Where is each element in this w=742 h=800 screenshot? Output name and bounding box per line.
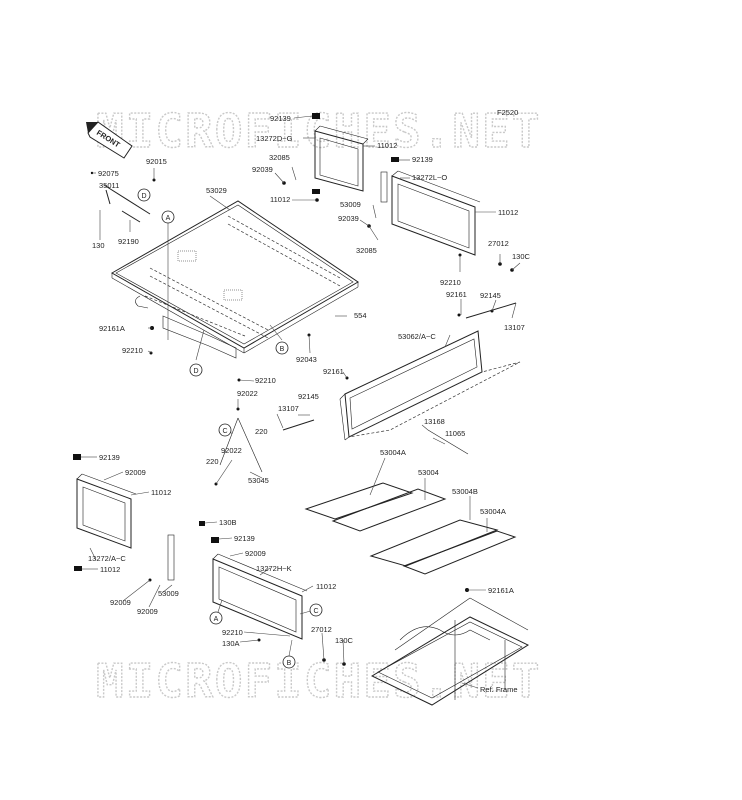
svg-text:C: C (222, 428, 227, 435)
watermark-top: MICROFICHES.NET (96, 104, 541, 158)
part-label: 130A (222, 639, 240, 648)
callout-D-top: D (137, 188, 151, 202)
side-panel-13272HK (199, 521, 308, 640)
part-label: 92161A (99, 324, 125, 333)
part-label: 92022 (237, 389, 258, 398)
callout-C-right: C (309, 603, 323, 617)
part-label: 92190 (118, 237, 139, 246)
callout-B-bottom: B (282, 655, 296, 669)
part-label: 130B (219, 518, 237, 527)
part-label: 92139 (234, 534, 255, 543)
part-label: 11012 (151, 488, 171, 497)
part-label: 53009 (158, 589, 179, 598)
ref-frame (370, 597, 530, 706)
floor-mats-53004 (304, 482, 517, 575)
part-label: 13107 (278, 404, 299, 413)
part-label: 130 (92, 241, 105, 250)
watermark-bottom: MICROFICHES.NET (96, 654, 541, 708)
part-label: 13107 (504, 323, 525, 332)
part-label: 220 (255, 427, 268, 436)
part-label: 92009 (245, 549, 266, 558)
svg-text:A: A (166, 215, 171, 222)
part-label: 130C (335, 636, 354, 645)
part-label: 92210 (122, 346, 143, 355)
part-label: 53029 (206, 186, 227, 195)
part-label: 27012 (488, 239, 509, 248)
part-label: 11012 (498, 208, 518, 217)
side-panel-13272DG (312, 113, 369, 194)
callout-A-bottom: A (209, 611, 223, 625)
part-label: 92161 (446, 290, 467, 299)
callout-B-top: B (275, 341, 289, 355)
part-label: 27012 (311, 625, 332, 634)
part-label: 92161 (323, 367, 344, 376)
part-label: 92009 (137, 607, 158, 616)
diagram-code: F2520 (497, 108, 518, 117)
part-label: 13272/A~C (88, 554, 126, 563)
part-label: 92043 (296, 355, 317, 364)
part-label: 92139 (99, 453, 120, 462)
part-label: 53009 (340, 200, 361, 209)
rod-assembly (90, 171, 156, 223)
part-label: 53045 (248, 476, 269, 485)
part-label: 92145 (480, 291, 501, 300)
part-label: 92039 (252, 165, 273, 174)
tailgate-53062 (339, 330, 521, 455)
part-label: 53004B (452, 487, 478, 496)
part-label: 53004A (480, 507, 506, 516)
part-label: 53004A (380, 448, 406, 457)
part-label: 220 (206, 457, 219, 466)
part-label: 92009 (125, 468, 146, 477)
part-label: 35011 (99, 181, 119, 190)
part-label: 11012 (100, 565, 120, 574)
part-label: 92210 (222, 628, 243, 637)
part-label: 92039 (338, 214, 359, 223)
svg-text:A: A (214, 616, 219, 623)
part-label: 92075 (98, 169, 119, 178)
part-label: 92145 (298, 392, 319, 401)
part-label: 92139 (270, 114, 291, 123)
part-label: 13168 (424, 417, 445, 426)
callout-A-top: A (161, 210, 175, 224)
svg-text:C: C (313, 608, 318, 615)
part-labels: 92139 13272D~G 11012 32085 92039 11012 9… (88, 114, 531, 694)
svg-text:B: B (287, 660, 292, 667)
part-label: 554 (354, 311, 367, 320)
part-label: 11012 (270, 195, 290, 204)
part-label: 92139 (412, 155, 433, 164)
svg-text:D: D (141, 193, 146, 200)
side-panel-13272AC (73, 454, 175, 581)
bed-deck-53029 (110, 200, 359, 359)
part-label: 11012 (316, 582, 336, 591)
part-label: 13272H~K (256, 564, 292, 573)
part-label: 11012 (377, 141, 397, 150)
leader-lines (81, 115, 521, 689)
part-label: 53062/A~C (398, 332, 436, 341)
part-label: 92015 (146, 157, 167, 166)
part-label: 92022 (221, 446, 242, 455)
part-label: 92210 (255, 376, 276, 385)
hardware-markers (148, 181, 517, 666)
ref-frame-label: Ref. Frame (480, 685, 518, 694)
part-label: 32085 (356, 246, 377, 255)
part-label: 92161A (488, 586, 514, 595)
side-panel-13272LO (380, 157, 481, 256)
callout-D-bottom: D (189, 363, 203, 377)
part-label: 32085 (269, 153, 290, 162)
callout-C-left: C (218, 423, 232, 437)
part-label: 130C (512, 252, 531, 261)
part-label: 92009 (110, 598, 131, 607)
part-label: 92210 (440, 278, 461, 287)
svg-text:B: B (280, 346, 285, 353)
part-label: 13272L~O (412, 173, 447, 182)
part-label: 53004 (418, 468, 439, 477)
part-label: 11065 (445, 429, 465, 438)
svg-text:D: D (193, 368, 198, 375)
part-label: 13272D~G (256, 134, 293, 143)
